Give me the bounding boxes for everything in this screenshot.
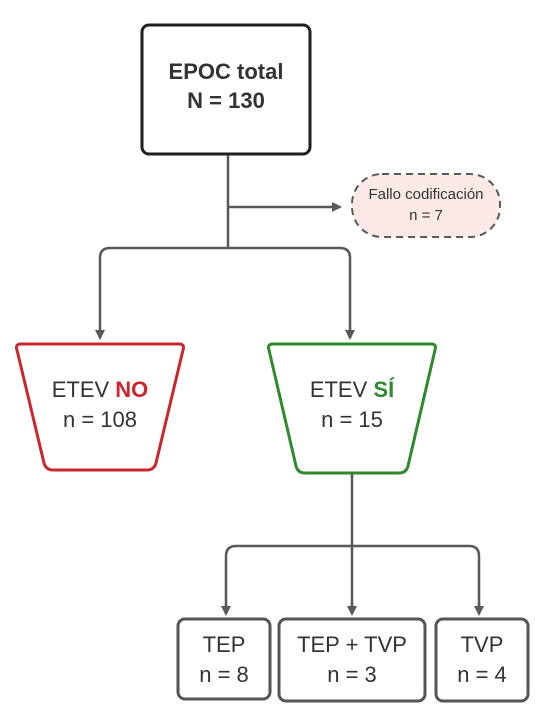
etev-no-node: ETEV NO n = 108 — [15, 342, 185, 472]
tvp-box — [434, 617, 530, 703]
etev-si-count: n = 15 — [321, 407, 383, 432]
root-box — [140, 23, 312, 156]
etev-si-node: ETEV SÍ n = 15 — [267, 342, 437, 475]
etev-no-highlight: NO — [115, 377, 148, 402]
etev-si-highlight: SÍ — [373, 377, 395, 402]
etev-no-prefix: ETEV — [52, 377, 116, 402]
etev-si-prefix: ETEV — [310, 377, 374, 402]
split-connector — [98, 246, 352, 338]
tep-tvp-title: TEP + TVP — [297, 632, 407, 657]
excluded-box — [351, 173, 501, 238]
excluded-count: n = 7 — [409, 207, 443, 224]
etev-si-box — [267, 342, 437, 475]
tvp-title: TVP — [461, 632, 504, 657]
tep-tvp-count: n = 3 — [327, 662, 377, 687]
tep-title: TEP — [203, 632, 246, 657]
etev-no-box — [15, 342, 185, 472]
root-count: N = 130 — [187, 88, 265, 113]
connectors — [95, 154, 484, 616]
excluded-title: Fallo codificación — [368, 186, 483, 203]
tep-tvp-node: TEP + TVP n = 3 — [277, 617, 427, 703]
root-node: EPOC total N = 130 — [140, 23, 312, 156]
tvp-node: TVP n = 4 — [434, 617, 530, 703]
etev-si-label: ETEV SÍ — [310, 377, 395, 402]
tep-box — [176, 617, 272, 701]
etev-no-count: n = 108 — [63, 407, 137, 432]
tvp-count: n = 4 — [457, 662, 507, 687]
etev-no-label: ETEV NO — [52, 377, 149, 402]
tep-node: TEP n = 8 — [176, 617, 272, 701]
excluded-node: Fallo codificación n = 7 — [351, 173, 501, 238]
root-title: EPOC total — [169, 59, 284, 84]
tep-count: n = 8 — [199, 662, 249, 687]
tep-tvp-box — [277, 617, 427, 703]
